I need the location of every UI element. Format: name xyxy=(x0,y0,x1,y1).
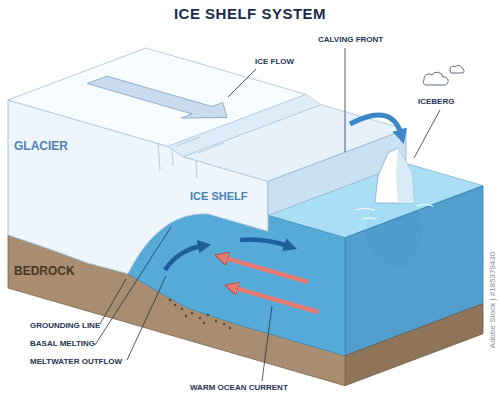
diagram-title: ICE SHELF SYSTEM xyxy=(0,6,500,23)
dot xyxy=(223,323,225,325)
callout-label: MELTWATER OUTFLOW xyxy=(30,358,122,367)
callout-label: CALVING FRONT xyxy=(318,36,383,45)
dot xyxy=(199,317,201,319)
warm-current-arrow xyxy=(224,258,308,282)
leader-line xyxy=(414,110,440,158)
iceberg-shade xyxy=(396,148,414,203)
callout-label: WARM OCEAN CURRENT xyxy=(190,384,288,393)
dot xyxy=(169,299,171,301)
meltwater-arrow xyxy=(240,240,288,246)
iceberg xyxy=(375,148,414,203)
callout-label: ICE FLOW xyxy=(255,58,294,67)
dot xyxy=(203,322,205,324)
water-front xyxy=(128,214,345,356)
dot xyxy=(207,314,209,316)
dot xyxy=(229,327,231,329)
crevasse xyxy=(158,137,224,178)
warm-current-arrow xyxy=(234,288,318,312)
leader-line xyxy=(345,48,346,152)
region-label: BEDROCK xyxy=(14,265,75,278)
ice-flow-arrow xyxy=(87,76,227,118)
region-label: ICE SHELF xyxy=(190,190,247,202)
region-label: GLACIER xyxy=(14,140,68,153)
callout-label: GROUNDING LINE xyxy=(30,322,100,331)
sediment-dots xyxy=(169,299,231,329)
dot xyxy=(215,320,217,322)
dot xyxy=(181,308,183,310)
ripple xyxy=(356,205,433,220)
dot xyxy=(185,315,187,317)
dot xyxy=(191,312,193,314)
watermark: Adobe Stock | #185379430 xyxy=(489,252,498,348)
leader-line xyxy=(262,306,272,381)
cloud xyxy=(450,65,464,73)
leader-line xyxy=(228,69,256,97)
leader-line xyxy=(95,227,171,345)
leader-line xyxy=(127,276,166,360)
callout-label: BASAL MELTING xyxy=(30,340,95,349)
callout-label: ICEBERG xyxy=(418,98,454,107)
cloud xyxy=(423,72,448,85)
bedrock-side-face xyxy=(345,304,483,386)
dot xyxy=(174,304,176,306)
calving-arrow xyxy=(350,115,401,134)
leader-lines xyxy=(95,48,440,381)
meltwater-arrow xyxy=(165,246,202,270)
